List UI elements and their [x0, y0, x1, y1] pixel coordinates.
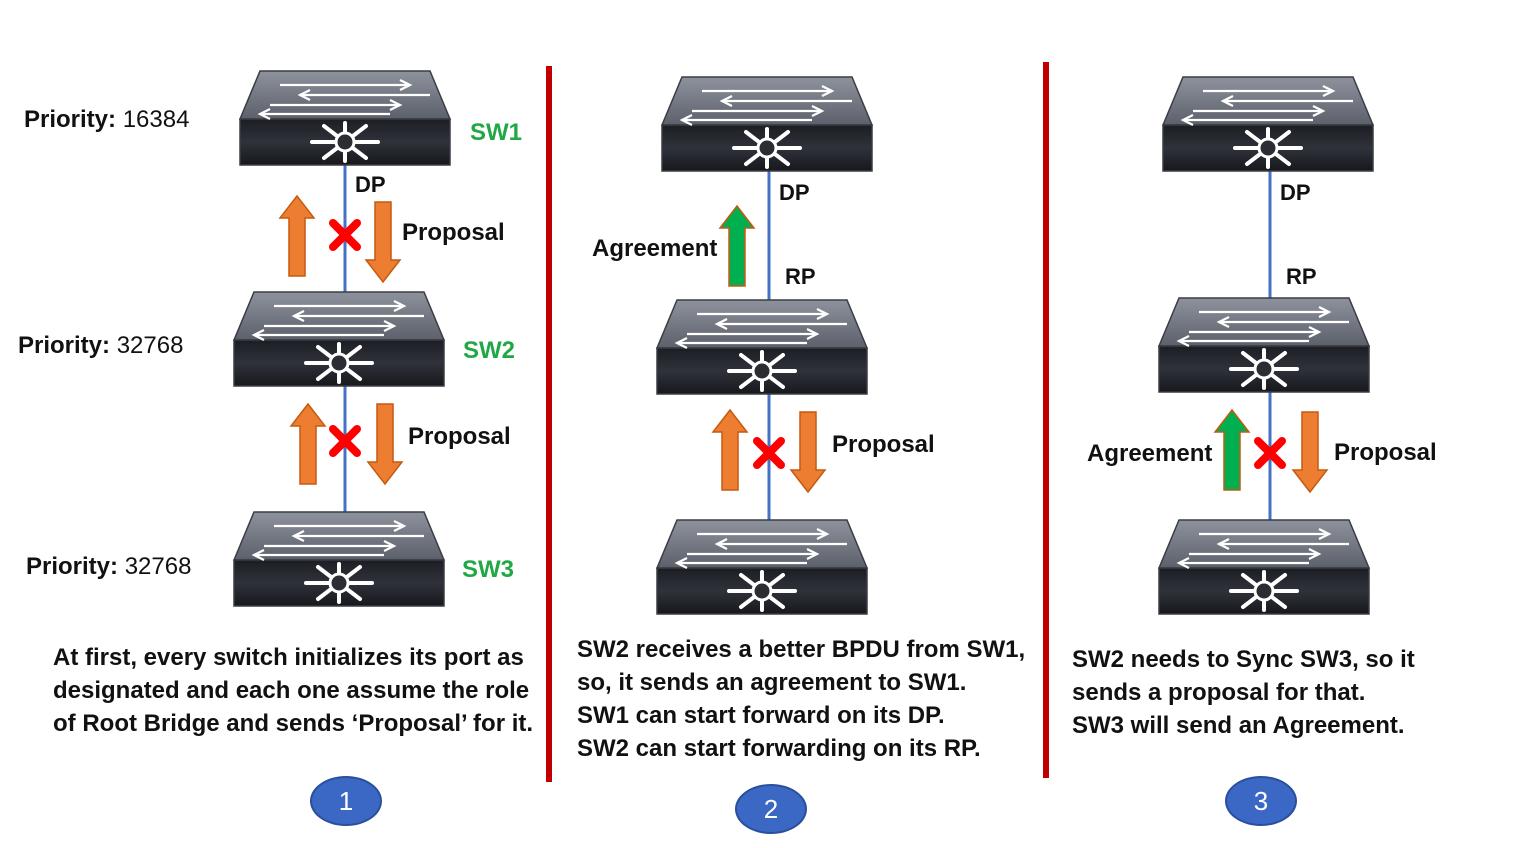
p3-sw1 [1161, 75, 1375, 173]
p2-arrow-down-1 [790, 411, 826, 493]
p1-arrow-up-2 [290, 403, 326, 485]
p2-dp-label: DP [779, 180, 810, 205]
p1-priority-sw3: Priority: 32768 [26, 553, 192, 580]
p2-sw3 [655, 518, 869, 616]
p2-proposal-label: Proposal [832, 431, 935, 458]
p2-arrow-up-1 [712, 409, 748, 491]
p1-sw3 [232, 510, 446, 608]
p2-sw2 [655, 298, 869, 396]
p1-sw3-name: SW3 [462, 556, 515, 583]
p1-proposal-label-1: Proposal [402, 219, 505, 246]
p1-arrow-down-2 [367, 403, 403, 485]
p1-proposal-label-2: Proposal [408, 423, 511, 450]
p1-sw2 [232, 290, 446, 388]
p2-sw1 [660, 75, 874, 173]
p3-description: SW2 needs to Sync SW3, so it sends a pro… [1072, 646, 1415, 739]
p1-sw1 [238, 69, 452, 167]
p3-arrow-down-1 [1292, 411, 1328, 493]
p2-description: SW2 receives a better BPDU from SW1, so,… [577, 636, 1026, 762]
p3-dp-label: DP [1280, 180, 1311, 205]
p3-rp-label: RP [1286, 264, 1317, 289]
step-2-badge: 2 [735, 784, 807, 834]
p1-sw2-name: SW2 [463, 337, 516, 364]
p3-sw2 [1157, 296, 1371, 394]
p1-arrow-up-1 [279, 195, 315, 277]
p1-dp-label: DP [355, 172, 386, 197]
p1-sw1-name: SW1 [470, 119, 523, 146]
p2-agreement-label: Agreement [592, 235, 718, 262]
p3-sw3 [1157, 518, 1371, 616]
p2-rp-label: RP [785, 264, 816, 289]
p2-arrow-up-green [719, 205, 755, 287]
p1-arrow-down-1 [365, 201, 401, 283]
p3-proposal-label: Proposal [1334, 439, 1437, 466]
p3-arrow-up-green [1214, 409, 1250, 491]
step-3-badge: 3 [1225, 776, 1297, 826]
p1-priority-sw1: Priority: 16384 [24, 106, 190, 133]
p1-description: At first, every switch initializes its p… [53, 644, 534, 737]
p1-priority-sw2: Priority: 32768 [18, 332, 184, 359]
p3-agreement-label: Agreement [1087, 440, 1213, 467]
step-1-badge: 1 [310, 776, 382, 826]
